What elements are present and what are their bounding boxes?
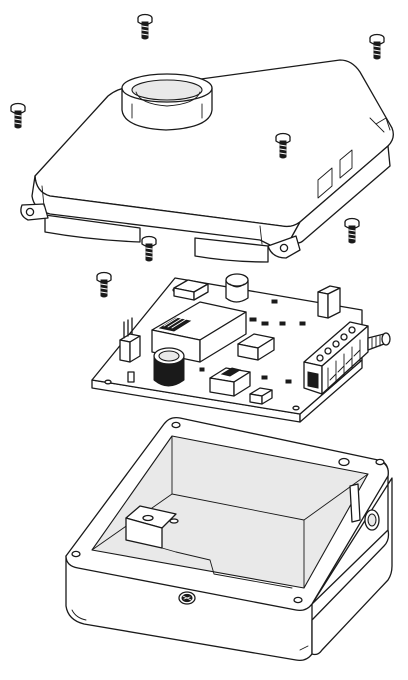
screw-7 [96,271,112,298]
lid-ear-left [20,203,49,221]
screw-2 [369,33,385,60]
lid-hole-left [25,207,35,217]
lid-lug-left [44,214,141,243]
screw-6 [141,235,157,262]
lens-collar [121,73,213,131]
screw-1 [137,13,153,40]
side-port [364,509,380,531]
enclosure-base [65,416,393,662]
screw-3 [10,102,26,129]
inner-hole [338,457,350,467]
lid-notch-2 [317,167,333,199]
rim-hole-1 [71,550,81,558]
lid [20,59,394,263]
terminal-block [303,321,369,395]
lid-lug-right [194,237,269,263]
capacitor-top [225,273,249,303]
rim-hole-2 [171,421,181,429]
housing-front-face [65,555,313,662]
screw-5 [344,217,360,244]
upright-connector [317,285,341,319]
pin-header [119,317,141,383]
lid-hole-right [279,243,289,253]
front-threaded-hole [178,591,196,605]
capacitor-bottom [153,347,185,387]
lid-notch-1 [339,149,353,179]
cable-gland [367,332,391,351]
circuit-board [91,273,391,423]
rim-hole-4 [293,596,303,604]
sensor-module [151,301,247,363]
rim-hole-3 [375,458,385,466]
